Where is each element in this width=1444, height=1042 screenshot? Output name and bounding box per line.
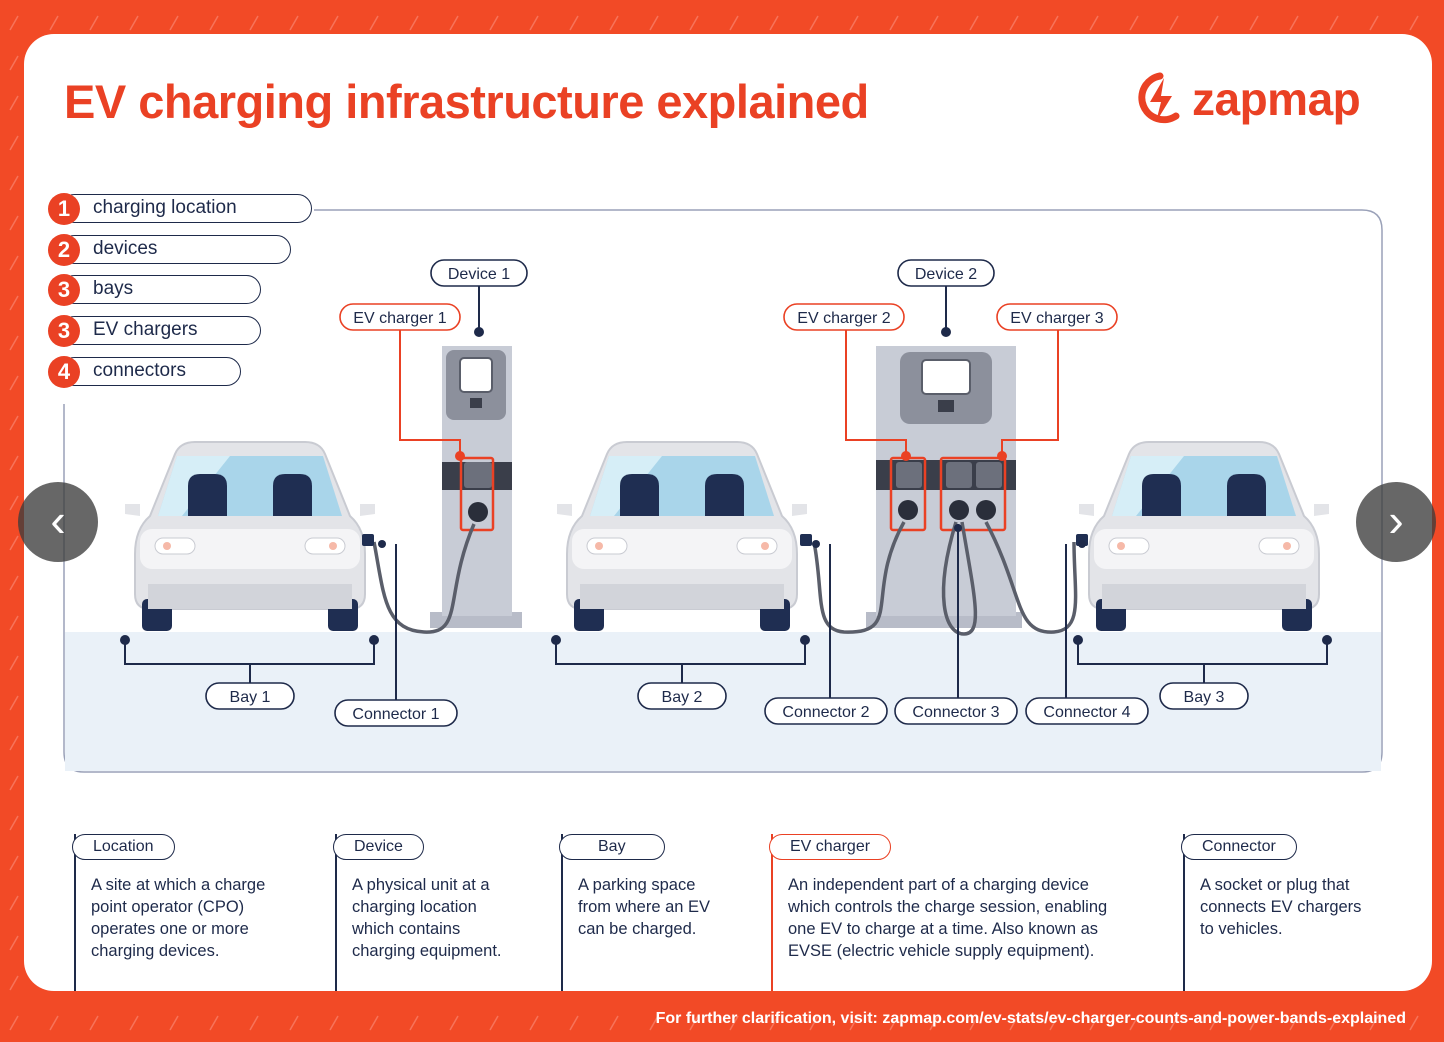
definition-term: Device xyxy=(333,834,424,860)
carousel-next-button[interactable]: › xyxy=(1356,482,1436,562)
chevron-right-icon: › xyxy=(1388,494,1404,546)
definition-line: one EV to charge at a time. Also known a… xyxy=(788,920,1099,938)
definition-text: A site at which a charge point operator … xyxy=(91,874,265,962)
definition-line: charging equipment. xyxy=(352,942,502,960)
definition-text: A physical unit at a charging location w… xyxy=(352,874,502,962)
definition-term: Location xyxy=(72,834,175,860)
definition-line: A socket or plug that xyxy=(1200,876,1350,894)
definition-line: which controls the charge session, enabl… xyxy=(788,898,1108,916)
device-2-unit xyxy=(866,346,1022,628)
definition-bay: Bay A parking space from where an EV can… xyxy=(559,834,793,991)
definition-line: charging location xyxy=(352,898,477,916)
tag-connector-4: Connector 4 xyxy=(1025,697,1149,725)
tag-connector-3: Connector 3 xyxy=(894,697,1018,725)
legend-item: 3 bays xyxy=(48,274,308,307)
definition-term: Connector xyxy=(1181,834,1297,860)
definition-line: connects EV chargers xyxy=(1200,898,1362,916)
legend-number: 3 xyxy=(48,315,80,348)
tag-device-2: Device 2 xyxy=(897,259,995,287)
device-2-label: Device 2 xyxy=(915,266,977,283)
legend: 1 charging location 2 devices 3 bays 3 E… xyxy=(48,193,312,397)
definition-line: operates one or more xyxy=(91,920,249,938)
ev-charger-3-box xyxy=(939,456,1007,532)
definition-term: EV charger xyxy=(769,834,892,860)
device-1-unit xyxy=(430,346,522,628)
tag-bay-1: Bay 1 xyxy=(205,682,295,710)
legend-number: 1 xyxy=(48,193,80,225)
infographic-card: EV charging infrastructure explained zap… xyxy=(24,34,1432,991)
connector-1-label: Connector 1 xyxy=(352,706,439,723)
carousel-prev-button[interactable]: ‹ xyxy=(18,482,98,562)
definition-text: A parking space from where an EV can be … xyxy=(578,874,710,940)
definition-text: A socket or plug that connects EV charge… xyxy=(1200,874,1361,940)
tag-connector-2: Connector 2 xyxy=(764,697,888,725)
definition-location: Location A site at which a charge point … xyxy=(72,834,306,991)
tag-connector-1: Connector 1 xyxy=(334,699,458,727)
legend-item: 1 charging location xyxy=(48,193,312,225)
bay-3-label: Bay 3 xyxy=(1184,689,1225,706)
legend-item: 4 connectors xyxy=(48,355,308,388)
definition-line: A parking space xyxy=(578,876,696,894)
tag-bay-2: Bay 2 xyxy=(637,682,727,710)
zapmap-logo: zapmap xyxy=(1136,72,1361,126)
definition-line: to vehicles. xyxy=(1200,920,1283,938)
definition-line: from where an EV xyxy=(578,898,711,916)
ev-charger-1-label: EV charger 1 xyxy=(353,310,446,327)
legend-item: 2 devices xyxy=(48,233,308,266)
car-1 xyxy=(124,441,376,632)
ev-charger-3-label: EV charger 3 xyxy=(1010,310,1103,327)
tag-ev-charger-2: EV charger 2 xyxy=(783,303,905,331)
legend-number: 4 xyxy=(48,355,80,388)
definition-term: Bay xyxy=(559,834,665,860)
chevron-left-icon: ‹ xyxy=(50,494,66,546)
definition-line: point operator (CPO) xyxy=(91,898,245,916)
page-title: EV charging infrastructure explained xyxy=(64,75,869,128)
definition-device: Device A physical unit at a charging loc… xyxy=(333,834,567,991)
car-3 xyxy=(1078,441,1330,632)
bay-1-label: Bay 1 xyxy=(230,689,271,706)
connector-4-label: Connector 4 xyxy=(1043,704,1130,721)
tag-bay-3: Bay 3 xyxy=(1159,682,1249,710)
definition-text: An independent part of a charging device… xyxy=(788,874,1107,962)
definition-line: An independent part of a charging device xyxy=(788,876,1089,894)
infrastructure-diagram: Device 1 Device 2 EV charger 1 EV charge… xyxy=(63,209,1383,773)
definition-line: can be charged. xyxy=(578,920,697,938)
tag-ev-charger-3: EV charger 3 xyxy=(996,303,1118,331)
ev-charger-1-box xyxy=(459,456,495,532)
legend-number: 2 xyxy=(48,233,80,266)
legend-item: 3 EV chargers xyxy=(48,315,308,348)
device-1-label: Device 1 xyxy=(448,266,510,283)
definition-connector: Connector A socket or plug that connects… xyxy=(1181,834,1415,991)
bolt-icon xyxy=(1138,72,1180,124)
definition-line: A physical unit at a xyxy=(352,876,490,894)
definition-line: A site at which a charge xyxy=(91,876,266,894)
definition-line: charging devices. xyxy=(91,942,220,960)
definition-line: EVSE (electric vehicle supply equipment)… xyxy=(788,942,1095,960)
definition-ev-charger: EV charger An independent part of a char… xyxy=(769,834,1153,991)
footer-link-text: For further clarification, visit: zapmap… xyxy=(655,1010,1406,1027)
car-2 xyxy=(556,441,808,632)
connector-2-label: Connector 2 xyxy=(782,704,869,721)
definition-line: which contains xyxy=(352,920,461,938)
tag-ev-charger-1: EV charger 1 xyxy=(339,303,461,331)
bay-2-label: Bay 2 xyxy=(662,689,703,706)
brand-name: zapmap xyxy=(1192,73,1361,125)
legend-number: 3 xyxy=(48,274,80,307)
tag-device-1: Device 1 xyxy=(430,259,528,287)
ev-charger-2-label: EV charger 2 xyxy=(797,310,890,327)
connector-3-label: Connector 3 xyxy=(912,704,999,721)
